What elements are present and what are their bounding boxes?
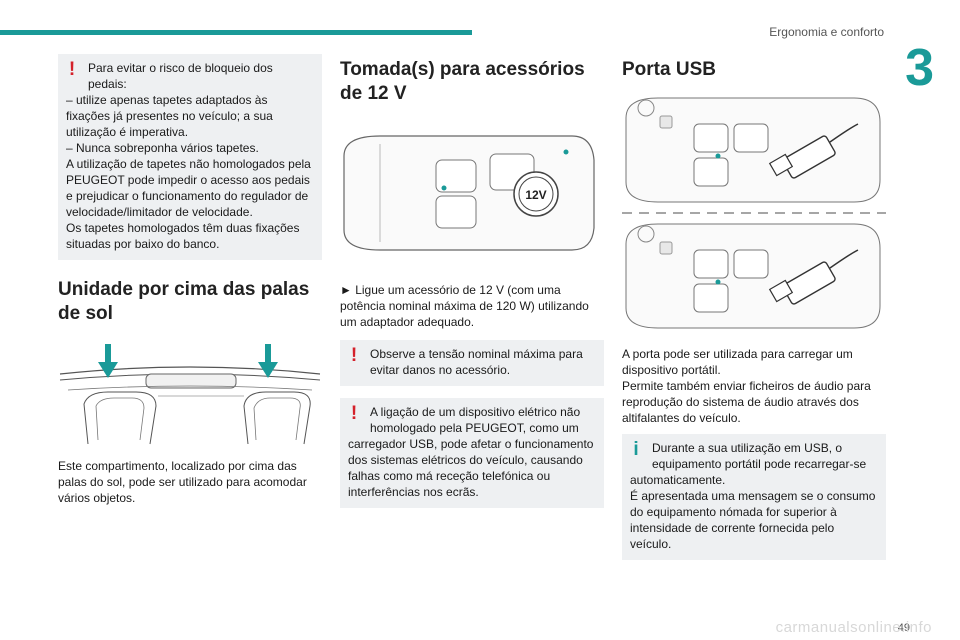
- top-accent-bar: [0, 30, 472, 35]
- section-title: Ergonomia e conforto: [769, 25, 884, 39]
- warning-icon: !: [350, 403, 358, 424]
- section-heading-sunvisor: Unidade por cima das palas de sol: [58, 279, 310, 324]
- device-warning-lead: A ligação de um dispositivo elétrico não…: [370, 405, 581, 435]
- watermark: carmanualsonline.info: [775, 619, 932, 636]
- 12v-socket-icon: 12V: [513, 171, 559, 217]
- warning-icon: !: [68, 59, 76, 80]
- usb-info-rest: automaticamente.: [630, 473, 726, 487]
- usb-body-line: Permite também enviar ficheiros de áudio…: [622, 379, 871, 425]
- voltage-warning-text: Observe a tensão nominal máxima para evi…: [370, 347, 583, 377]
- section-heading-usb: Porta USB: [622, 59, 716, 80]
- usb-plug-icon: [768, 123, 859, 179]
- usb-info-box: i Durante a sua utilização em USB, o equ…: [622, 434, 886, 560]
- sunvisor-body-text: Este compartimento, localizado por cima …: [58, 459, 307, 505]
- sunvisor-storage-illustration: [59, 344, 321, 445]
- warning-icon: !: [350, 345, 358, 366]
- 12v-socket-illustration: 12V: [343, 135, 595, 251]
- voltage-warning-box: ! Observe a tensão nominal máxima para e…: [340, 340, 604, 386]
- column-left: ! Para evitar o risco de bloqueio dos pe…: [58, 54, 322, 506]
- section-heading-12v: Tomada(s) para acessórios de 12 V: [340, 59, 585, 104]
- pedal-warning-box: ! Para evitar o risco de bloqueio dos pe…: [58, 54, 322, 260]
- usb-info-line: É apresentada uma mensagem se o consumo …: [630, 489, 876, 551]
- device-warning-box: ! A ligação de um dispositivo elétrico n…: [340, 398, 604, 508]
- 12v-instruction: ► Ligue um acessório de 12 V (com uma po…: [340, 283, 589, 329]
- arrow-down-icon: [98, 344, 118, 378]
- info-icon: i: [633, 439, 639, 460]
- warning-line: – utilize apenas tapetes adaptados às fi…: [66, 93, 273, 139]
- warning-line: A utilização de tapetes não homologados …: [66, 157, 311, 219]
- column-right: Porta USB A porta pode ser utilizada pa: [622, 54, 886, 560]
- usb-body-line: A porta pode ser utilizada para carregar…: [622, 347, 853, 377]
- usb-port-illustration-bottom: [625, 223, 881, 329]
- arrow-down-icon: [258, 344, 278, 378]
- column-middle: Tomada(s) para acessórios de 12 V 12V ► …: [340, 54, 604, 508]
- usb-plug-icon: [768, 249, 859, 305]
- usb-port-illustration-top: [625, 97, 881, 203]
- dashed-divider: [622, 212, 886, 214]
- warning-line: Os tapetes homologados têm duas fixações…: [66, 221, 300, 251]
- page-number: 49: [897, 622, 910, 634]
- warning-line: – Nunca sobreponha vários tapetes.: [66, 141, 259, 155]
- socket-label: 12V: [525, 188, 546, 202]
- warning-lead: Para evitar o risco de bloqueio dos peda…: [88, 61, 273, 91]
- usb-info-lead: Durante a sua utilização em USB, o equip…: [652, 441, 867, 471]
- device-warning-rest: carregador USB, pode afetar o funcioname…: [348, 437, 594, 499]
- chapter-number: 3: [905, 39, 934, 97]
